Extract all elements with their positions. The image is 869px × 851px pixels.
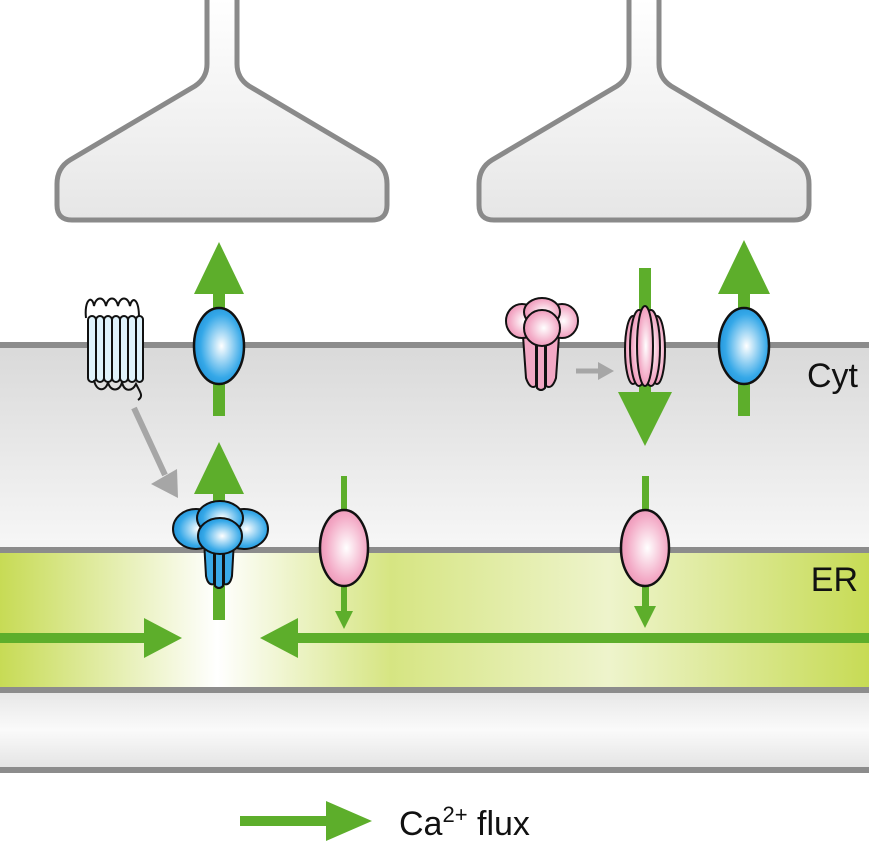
pink-pump-icon [318, 508, 370, 588]
er-flux-arrow-leftward [260, 618, 869, 658]
legend-label-suffix: flux [468, 805, 530, 843]
blue-pump-icon [192, 306, 246, 386]
lower-band [0, 690, 869, 770]
legend-flux-arrow [240, 801, 372, 841]
pink-stim-channel-icon [505, 297, 579, 391]
er-lumen-band [0, 550, 869, 690]
presynaptic-terminal-left [54, 0, 390, 223]
blue-ip3-receptor-icon [172, 500, 269, 589]
legend-label-prefix: Ca [399, 805, 443, 843]
pink-pump-icon [619, 508, 671, 588]
presynaptic-terminal-right [476, 0, 812, 223]
cytosol-label: Cyt [807, 357, 859, 395]
er-flux-arrow-rightward [0, 618, 182, 658]
cytosol-band [0, 345, 869, 550]
er-label: ER [811, 561, 858, 599]
gpcr-receptor-icon [84, 297, 144, 401]
blue-pump-icon [717, 306, 771, 386]
legend-label: Ca2+ flux [399, 802, 530, 843]
pink-orai-channel-icon [624, 305, 666, 387]
signal-arrow-gpcr-to-ip3r [131, 406, 178, 498]
legend-label-superscript: 2+ [442, 802, 467, 827]
signal-arrow-stim-to-orai [576, 362, 614, 380]
legend: Ca2+ flux [240, 801, 530, 843]
